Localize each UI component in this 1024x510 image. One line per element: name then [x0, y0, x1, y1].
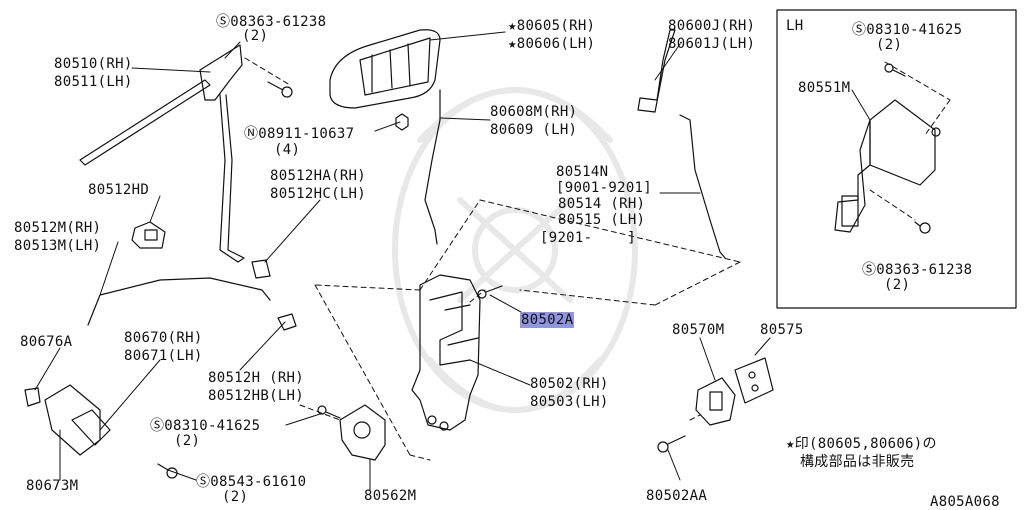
label-80606: ★80606(LH)	[508, 36, 596, 52]
label-80562m: 80562M	[364, 488, 417, 504]
label-80502a: 80502A	[520, 312, 575, 328]
label-80502: 80502(RH)	[530, 376, 609, 392]
label-80512hc: 80512HC(LH)	[270, 186, 367, 202]
label-80514n: 80514N	[556, 164, 609, 180]
rod-80514	[679, 114, 726, 259]
label-diagram-code: A805A068	[930, 494, 1000, 510]
screw-80502a	[477, 285, 503, 299]
label-80513m: 80513M(LH)	[14, 238, 102, 254]
label-9201: [9201- ]	[540, 230, 637, 246]
clip-80512h	[277, 313, 297, 331]
shim-80575	[734, 357, 774, 404]
label-80512hb: 80512HB(LH)	[208, 388, 305, 404]
nut-08911	[395, 113, 409, 131]
label-note-line1: ★印(80605,80606)の	[786, 436, 937, 452]
label-08911-10637: Ⓝ08911-10637	[244, 126, 355, 142]
watermark-emblem	[392, 87, 638, 413]
label-note-line2: 構成部品は非販売	[800, 454, 915, 470]
inset-screw-top	[884, 63, 906, 77]
striker-80570m	[695, 377, 736, 426]
screw-08543	[157, 463, 178, 479]
label-08363-61238-top-qty: (2)	[242, 28, 269, 44]
inset-actuator-80551m	[834, 99, 941, 233]
label-80510: 80510(RH)	[54, 56, 133, 72]
inset-screw-bottom	[914, 221, 931, 234]
label-08911-10637-qty: (4)	[274, 142, 301, 158]
lock-assembly	[411, 274, 481, 431]
label-08363-61238-top: Ⓢ08363-61238	[216, 14, 327, 30]
label-80605: ★80605(RH)	[508, 18, 596, 34]
screw-top	[267, 81, 293, 98]
clip-80512hd	[131, 221, 166, 249]
label-80676a: 80676A	[20, 334, 73, 350]
label-80601j: 80601J(LH)	[668, 36, 756, 52]
rod-80510	[79, 44, 245, 263]
label-80512m: 80512M(RH)	[14, 220, 102, 236]
actuator-80562m	[339, 404, 386, 461]
label-80575: 80575	[760, 322, 804, 338]
label-80551m: 80551M	[798, 80, 851, 96]
dashed-guides	[244, 57, 951, 461]
label-80502a-highlight: 80502A	[520, 312, 575, 328]
inner-handle	[44, 384, 111, 456]
screw-08310-main	[317, 405, 341, 419]
label-80600j: 80600J(RH)	[668, 18, 756, 34]
rod-80608m	[424, 89, 441, 245]
label-80502aa: 80502AA	[646, 488, 708, 504]
label-80671: 80671(LH)	[124, 348, 203, 364]
label-lh: LH	[786, 18, 804, 34]
label-80515: 80515 (LH)	[558, 212, 646, 228]
label-80511: 80511(LH)	[54, 74, 133, 90]
label-80673m: 80673M	[26, 478, 79, 494]
label-80609: 80609 (LH)	[490, 122, 578, 138]
label-80670: 80670(RH)	[124, 330, 203, 346]
label-80514: 80514 (RH)	[558, 196, 646, 212]
bezel-80676a	[24, 387, 41, 407]
leader-lines	[34, 31, 871, 491]
label-80570m: 80570M	[672, 322, 725, 338]
bracket-80600j	[637, 29, 676, 113]
label-08310-41625-main: Ⓢ08310-41625	[150, 418, 261, 434]
label-9001-9201: [9001-9201]	[556, 180, 653, 196]
label-08310-41625-main-qty: (2)	[174, 433, 201, 449]
rod-80512m	[87, 277, 271, 326]
label-80512h: 80512H (RH)	[208, 370, 305, 386]
label-08363-61238-inset: Ⓢ08363-61238	[862, 262, 973, 278]
label-80512hd: 80512HD	[88, 182, 150, 198]
label-08363-61238-inset-qty: (2)	[884, 277, 911, 293]
label-80608m: 80608M(RH)	[490, 104, 578, 120]
label-08310-41625-inset-qty: (2)	[876, 37, 903, 53]
lh-inset-box	[776, 9, 1017, 309]
label-80512ha: 80512HA(RH)	[270, 168, 367, 184]
label-08310-41625-inset: Ⓢ08310-41625	[852, 22, 963, 38]
screw-80502aa	[657, 435, 686, 453]
label-80503: 80503(LH)	[530, 394, 609, 410]
outer-handle	[329, 29, 441, 109]
label-08543-61610: Ⓢ08543-61610	[196, 474, 307, 490]
clip-80512ha	[251, 259, 271, 279]
label-08543-61610-qty: (2)	[222, 489, 249, 505]
